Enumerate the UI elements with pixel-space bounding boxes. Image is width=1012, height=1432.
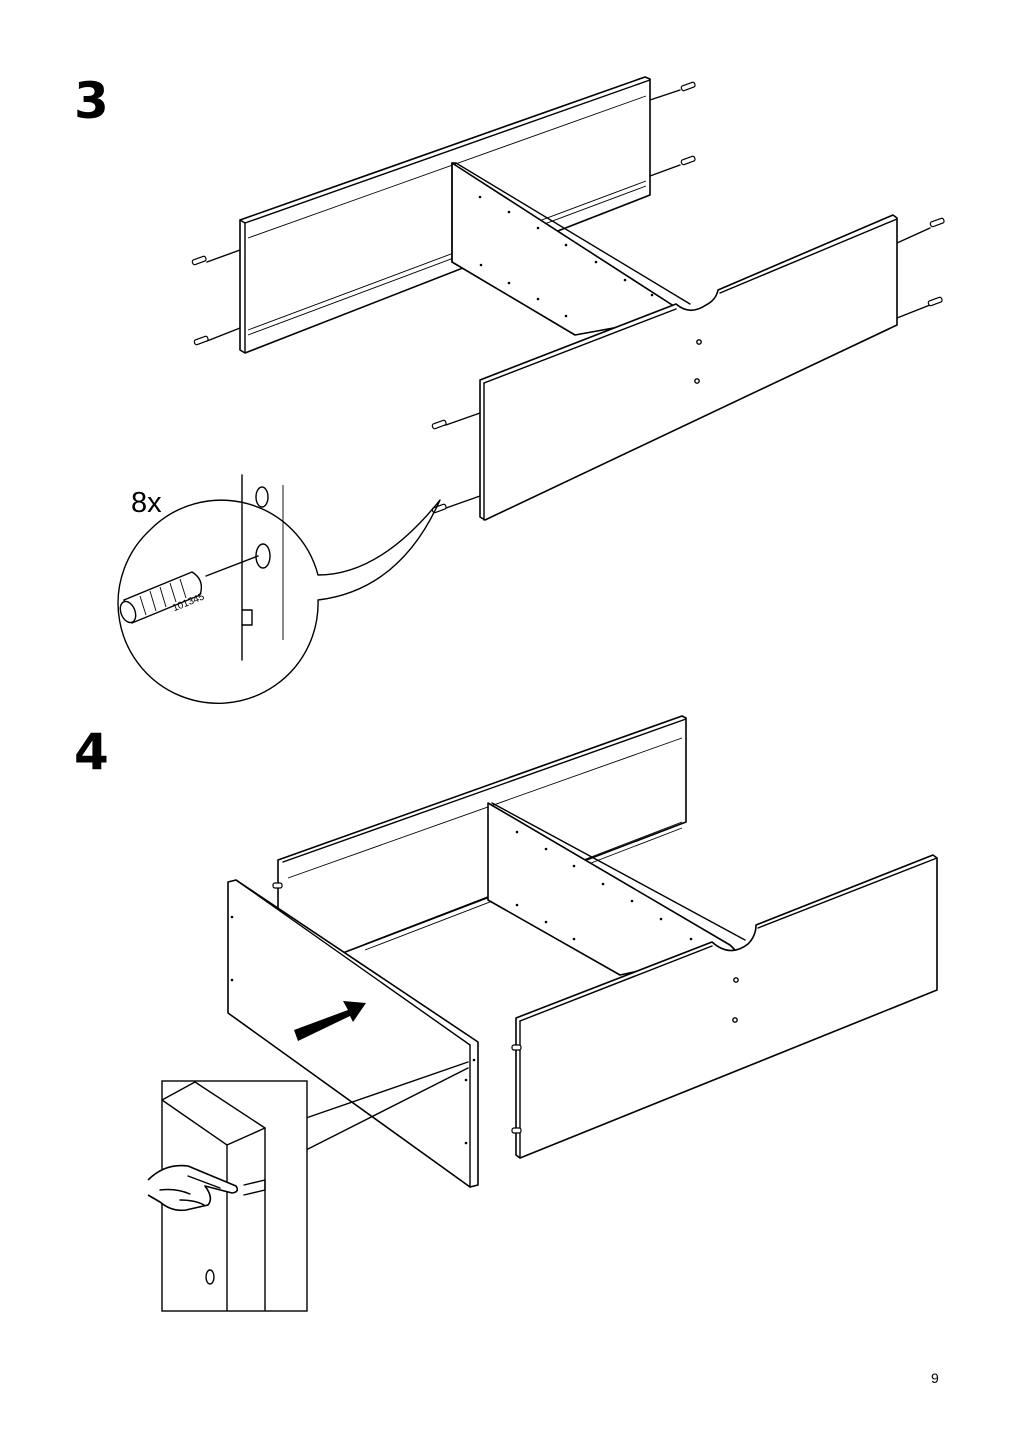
wooden-dowel-icon xyxy=(119,571,203,624)
step-number: 3 xyxy=(74,72,109,130)
step4-drawer-frame xyxy=(147,715,938,1312)
page-number: 9 xyxy=(931,1370,939,1386)
front-panel xyxy=(515,854,938,1159)
quantity-label: 8x xyxy=(131,487,162,519)
hand-pointing-icon xyxy=(147,1164,239,1212)
dowel-group xyxy=(191,81,945,514)
front-panel xyxy=(479,214,898,521)
back-panel xyxy=(239,76,651,354)
push-arrow-icon xyxy=(294,1001,366,1041)
step-number: 4 xyxy=(74,723,109,781)
step3-drawer-frame xyxy=(117,76,945,704)
detail-callout xyxy=(117,499,441,704)
